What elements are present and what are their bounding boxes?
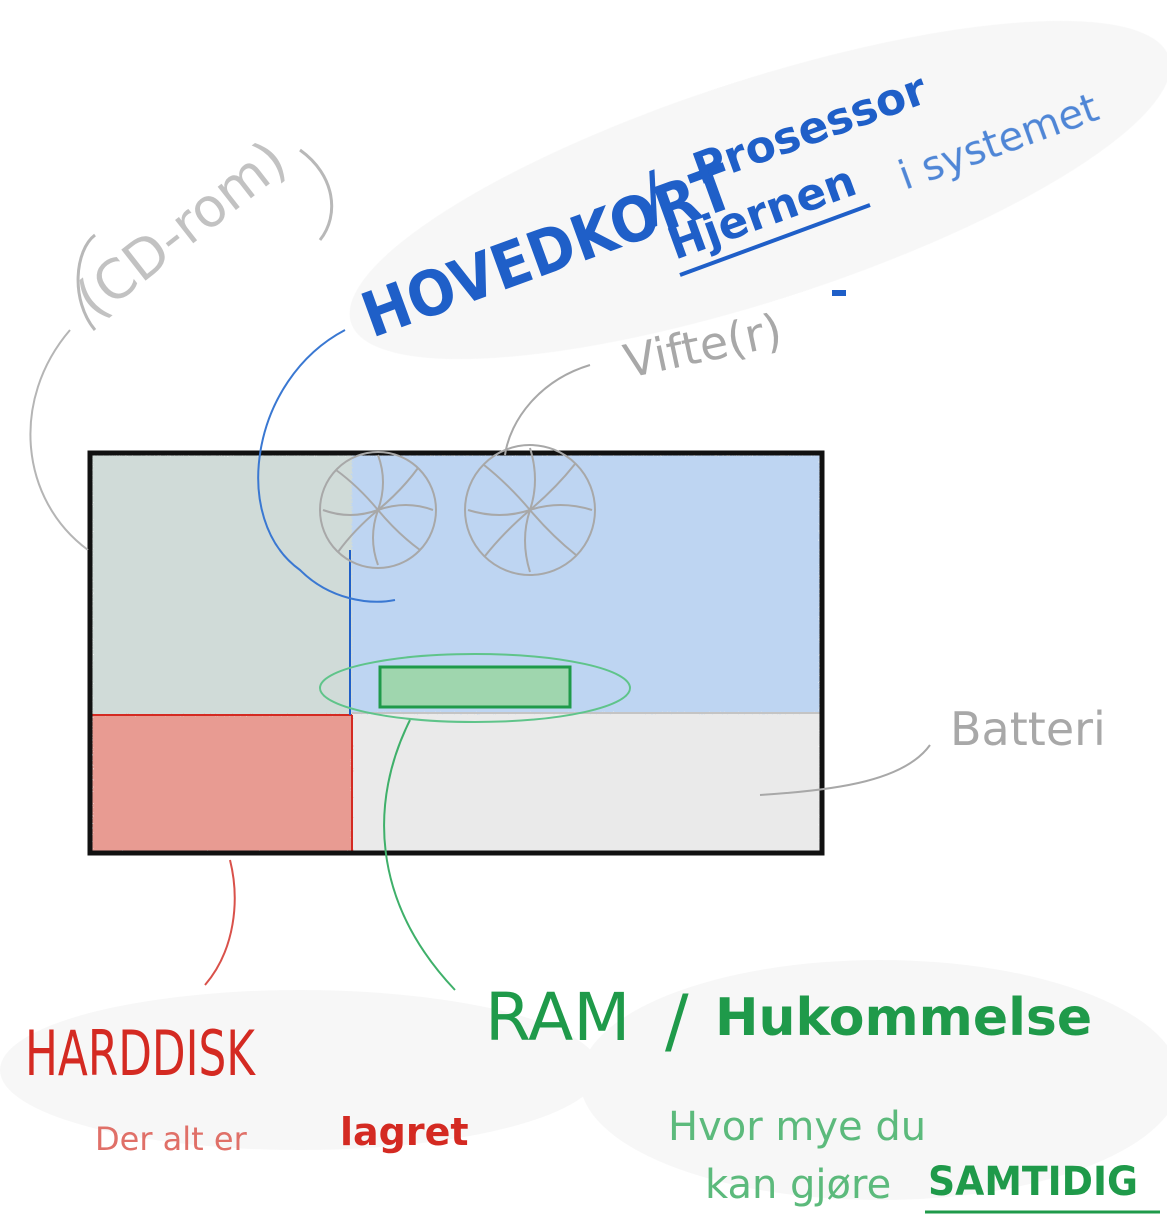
battery-label: Batteri <box>950 702 1106 756</box>
battery-leader <box>759 744 931 796</box>
ram-note-3: SAMTIDIG <box>928 1159 1138 1205</box>
fans-leader <box>504 364 591 456</box>
battery-region <box>352 713 820 852</box>
cdrom-arc <box>76 148 334 331</box>
slash-green: / <box>665 980 689 1062</box>
ram-highlight <box>319 653 631 723</box>
ram-label: RAM <box>485 979 630 1056</box>
fan-icon-right <box>464 444 596 576</box>
harddisk-note-b: lagret <box>340 1110 469 1154</box>
memory-label: Hukommelse <box>715 988 1092 1048</box>
motherboard-leader <box>257 329 396 603</box>
cdrom-label: (CD-rom) <box>64 128 298 330</box>
cdrom-region-blue <box>92 455 352 715</box>
cdrom-leader <box>29 329 89 551</box>
dash-mark <box>832 290 846 296</box>
ram-note-2: kan gjøre <box>705 1162 891 1208</box>
harddisk-label: HARDDISK <box>25 1017 256 1090</box>
harddisk-leader <box>204 859 236 986</box>
case-outline <box>87 450 825 856</box>
ram-leader <box>383 719 456 991</box>
computer-case <box>87 450 825 856</box>
ram-chip <box>378 665 572 709</box>
brain-underline <box>679 203 871 277</box>
ram-note-1: Hvor mye du <box>668 1104 926 1150</box>
fan-icon-left <box>319 451 437 569</box>
harddisk-note-a: Der alt er <box>95 1120 248 1158</box>
harddisk-region <box>92 715 352 852</box>
